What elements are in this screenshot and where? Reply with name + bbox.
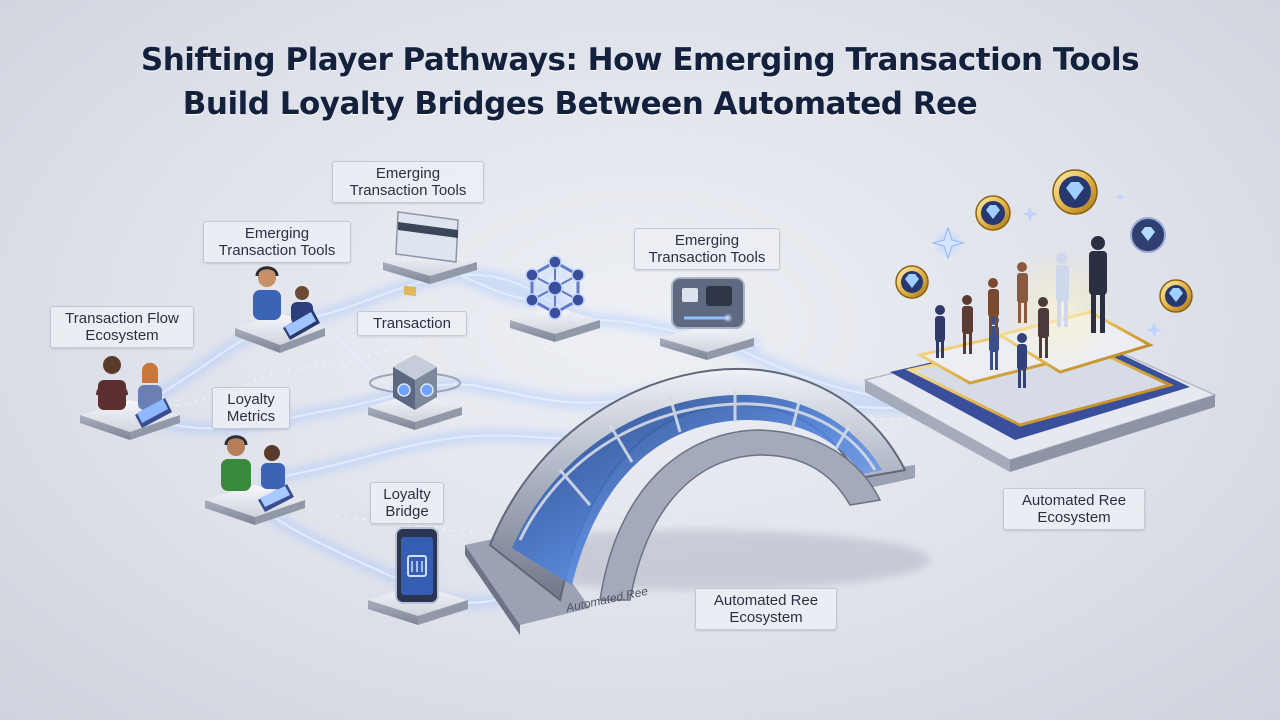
sparkle-icon — [931, 226, 965, 260]
reward-platform — [862, 250, 1218, 472]
network-cube-icon — [525, 255, 585, 320]
tile-network — [510, 307, 600, 342]
diamond-coin-icon — [1159, 279, 1193, 313]
diamond-coin-icon — [975, 195, 1011, 231]
player-group-left — [96, 356, 172, 428]
label-transaction: Transaction — [357, 311, 467, 336]
loyalty-bridge-structure — [465, 368, 930, 635]
player-group-top — [253, 266, 320, 340]
diagram-title-line-1: Shifting Player Pathways: How Emerging T… — [140, 42, 1140, 78]
tile-chipcard — [660, 325, 754, 360]
cube-sync-icon — [369, 355, 461, 410]
diamond-coin-icon — [895, 265, 929, 299]
diamond-coin-icon — [1052, 169, 1098, 215]
player-crowd — [935, 236, 1107, 388]
credit-card-icon — [395, 211, 459, 297]
phone-wallet-icon — [388, 527, 448, 605]
diagram-title-line-2: Build Loyalty Bridges Between Automated … — [182, 86, 978, 122]
sparkle-icon — [1022, 192, 1162, 338]
chip-card-icon — [671, 277, 745, 329]
player-group-bottom — [221, 435, 294, 512]
diamond-coin-icon — [1130, 217, 1166, 253]
